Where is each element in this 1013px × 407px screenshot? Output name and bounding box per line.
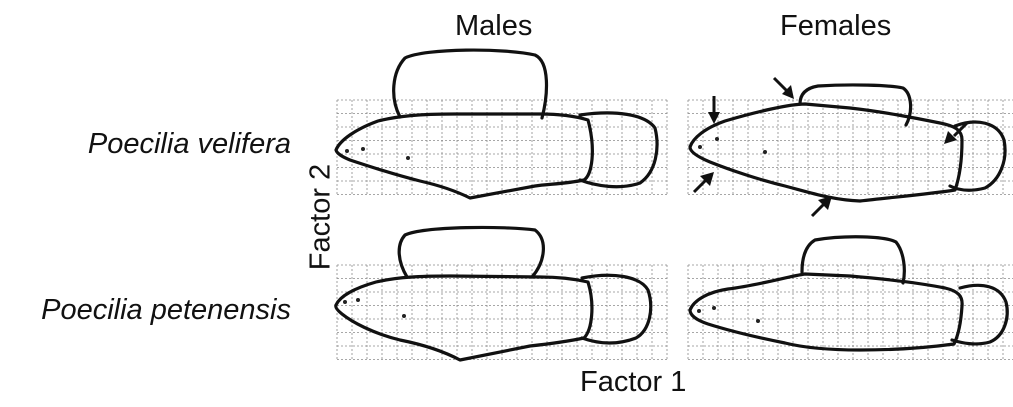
panel-petenensis-female	[688, 237, 1013, 360]
arrow-indicator-4	[694, 172, 714, 192]
body-outline-velifera-male	[336, 114, 592, 198]
dorsal-fin-petenensis-male	[399, 227, 543, 277]
landmark-velifera-female-3	[763, 150, 767, 154]
body-outline-velifera-female	[690, 104, 962, 201]
landmark-velifera-male-2	[361, 147, 365, 151]
arrow-indicator-2	[774, 78, 794, 99]
landmark-petenensis-male-3	[402, 314, 406, 318]
landmark-petenensis-male-1	[343, 300, 347, 304]
landmark-petenensis-female-2	[712, 306, 716, 310]
body-outline-petenensis-female	[690, 274, 962, 350]
body-outline-petenensis-male	[336, 276, 592, 360]
landmark-velifera-male-3	[406, 156, 410, 160]
grid-velifera-female	[688, 100, 1013, 195]
landmark-petenensis-male-2	[356, 298, 360, 302]
landmark-velifera-female-1	[698, 145, 702, 149]
landmark-petenensis-female-1	[697, 309, 701, 313]
grid-petenensis-female	[688, 265, 1013, 360]
dorsal-fin-velifera-male	[394, 50, 547, 118]
panel-velifera-male	[336, 50, 667, 198]
landmark-velifera-male-1	[345, 149, 349, 153]
landmark-petenensis-female-3	[756, 319, 760, 323]
panel-velifera-female	[688, 78, 1013, 216]
landmark-velifera-female-2	[715, 137, 719, 141]
arrow-indicator-5	[812, 196, 832, 216]
panel-petenensis-male	[336, 227, 667, 360]
